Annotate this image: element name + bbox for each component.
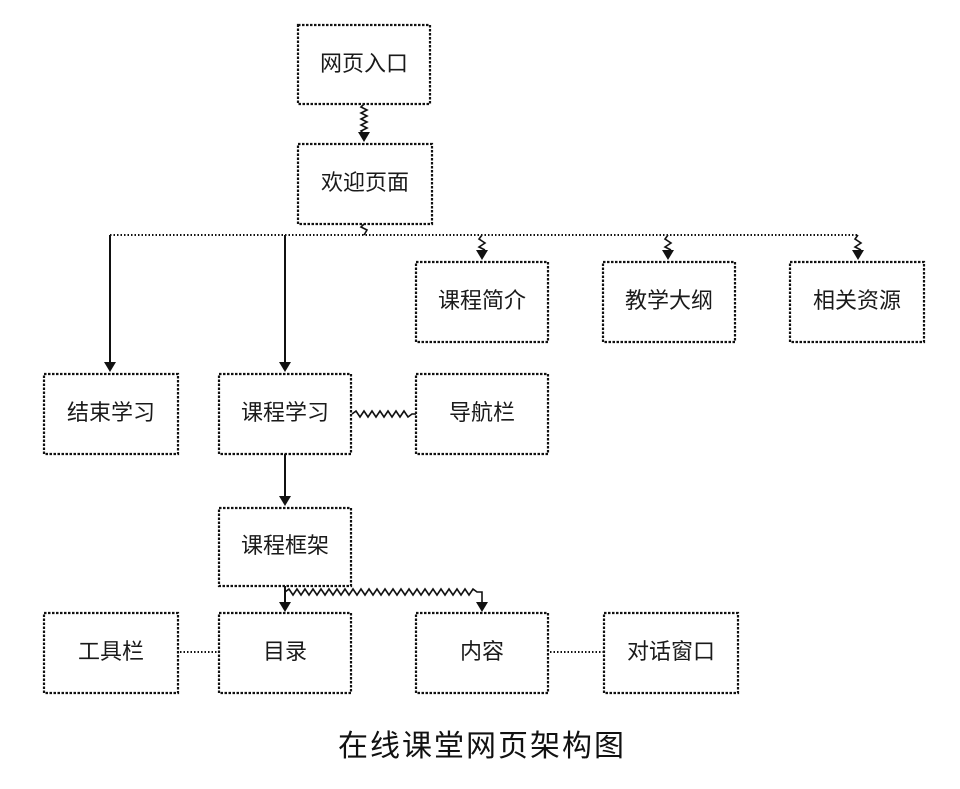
node-welcome: 欢迎页面 (296, 142, 434, 226)
node-welcome-label: 欢迎页面 (321, 171, 409, 196)
connector-bus-to-intro (476, 234, 488, 260)
connector-framework-to-catalog (279, 586, 291, 612)
node-syllabus-label: 教学大纲 (625, 289, 713, 314)
node-resources-label: 相关资源 (813, 289, 901, 314)
node-framework: 课程框架 (217, 506, 353, 588)
node-toolbar: 工具栏 (42, 611, 180, 695)
connector-framework-to-content (284, 587, 488, 612)
node-intro-label: 课程简介 (438, 289, 526, 314)
node-end-study: 结束学习 (42, 372, 180, 456)
connector-bus-to-course-study (279, 235, 291, 372)
node-navbar: 导航栏 (414, 372, 550, 456)
node-course-study-label: 课程学习 (241, 401, 329, 426)
node-toolbar-label: 工具栏 (78, 640, 144, 665)
node-navbar-label: 导航栏 (449, 401, 515, 426)
connector-bus-to-syllabus (662, 234, 674, 260)
connector-course-study-to-framework (279, 454, 291, 506)
node-entry-label: 网页入口 (320, 52, 408, 77)
node-end-study-label: 结束学习 (67, 401, 155, 426)
node-framework-label: 课程框架 (241, 534, 329, 559)
node-dialog-label: 对话窗口 (627, 640, 715, 665)
node-catalog-label: 目录 (263, 640, 307, 665)
node-course-study: 课程学习 (217, 372, 353, 456)
connector-welcome-to-bus (110, 223, 858, 236)
node-intro: 课程简介 (414, 260, 550, 344)
connector-course-study-to-navbar (351, 409, 416, 419)
connector-bus-to-resources (852, 234, 864, 260)
node-entry: 网页入口 (296, 23, 432, 106)
node-content-label: 内容 (460, 640, 504, 665)
node-catalog: 目录 (217, 611, 353, 695)
diagram-caption: 在线课堂网页架构图 (338, 729, 626, 764)
node-content: 内容 (414, 611, 550, 695)
node-resources: 相关资源 (788, 260, 926, 344)
connector-entry-to-welcome (358, 103, 370, 142)
connector-bus-to-end-study (104, 235, 116, 372)
node-syllabus: 教学大纲 (601, 260, 737, 344)
node-dialog: 对话窗口 (602, 611, 740, 695)
